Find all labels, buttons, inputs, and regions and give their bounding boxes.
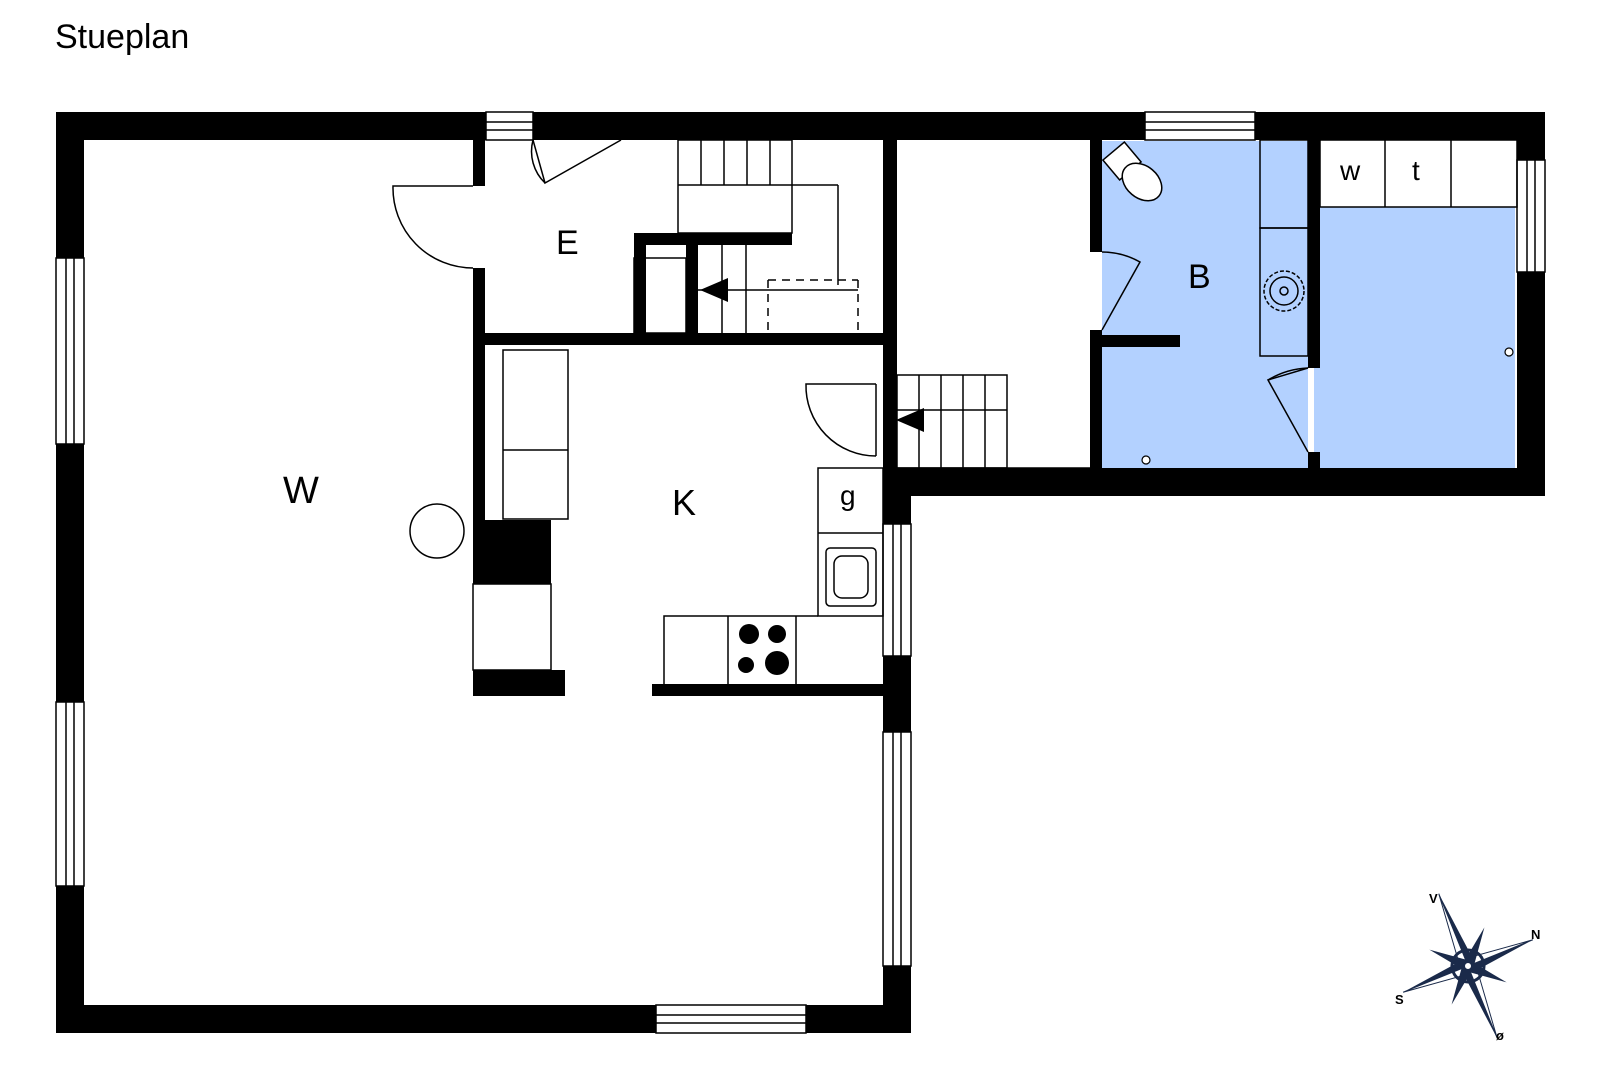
room-label-b: B bbox=[1188, 258, 1211, 296]
burner-4 bbox=[765, 651, 789, 675]
wall-top-entry bbox=[533, 112, 621, 140]
wall-entry-west-top bbox=[473, 140, 485, 186]
window-bathroom bbox=[1144, 111, 1256, 141]
wall-right-top bbox=[1517, 112, 1545, 160]
wall-right-bottom bbox=[1517, 272, 1545, 496]
wall-bottom-wing bbox=[911, 468, 1545, 496]
laundry-counter bbox=[1319, 139, 1518, 208]
stair-arrows bbox=[700, 278, 924, 432]
wall-bathroom-west-bottom bbox=[1090, 330, 1102, 468]
wall-left-top bbox=[56, 112, 84, 258]
washbasin-icon bbox=[1263, 270, 1305, 312]
wall-bath-laundry-top bbox=[1308, 140, 1320, 368]
compass-west-label: V bbox=[1429, 891, 1438, 906]
label-g: g bbox=[840, 480, 856, 511]
door-bathroom bbox=[1101, 251, 1142, 331]
window-laundry bbox=[1516, 159, 1546, 273]
wall-bottom-left bbox=[56, 1005, 656, 1033]
floor-drain-icon bbox=[1504, 347, 1514, 357]
wood-stove-icon bbox=[409, 503, 465, 559]
wall-left-mid bbox=[56, 444, 84, 702]
window-living-south bbox=[655, 1004, 807, 1034]
fridge-cabinet bbox=[472, 583, 552, 671]
bathroom-laundry-fill bbox=[1314, 207, 1515, 468]
label-t-dryer: t bbox=[1412, 155, 1420, 186]
label-w-washer: w bbox=[1339, 155, 1361, 186]
burner-1 bbox=[739, 624, 759, 644]
fixtures bbox=[472, 139, 1518, 684]
exterior-walls bbox=[56, 112, 1545, 1033]
floor-drain-icon bbox=[1141, 455, 1151, 465]
toilet-icon bbox=[1101, 140, 1163, 202]
window-living-top bbox=[55, 257, 85, 445]
room-label-w: W bbox=[283, 470, 319, 512]
window-entry bbox=[485, 111, 534, 141]
kitchen-counter-east bbox=[817, 467, 884, 617]
kitchen-cabinet-tall bbox=[502, 349, 569, 520]
window-kitchen bbox=[882, 523, 912, 657]
wall-top-mid bbox=[621, 112, 1141, 140]
compass-rose-icon bbox=[1402, 893, 1534, 1039]
compass-north-label: N bbox=[1531, 927, 1540, 942]
plan-title: Stueplan bbox=[55, 18, 190, 56]
wall-entry-south bbox=[485, 333, 768, 345]
room-label-e: E bbox=[556, 224, 579, 262]
cabinet-entry bbox=[633, 257, 687, 334]
wall-stair-divider bbox=[686, 245, 698, 345]
wall-kitchen-west-stub bbox=[473, 670, 565, 696]
wall-top-left bbox=[56, 112, 486, 140]
floor-drains bbox=[1141, 347, 1514, 465]
doors bbox=[392, 139, 1309, 457]
compass-south-label: S bbox=[1395, 992, 1404, 1007]
room-label-k: K bbox=[672, 482, 696, 523]
wall-bathroom-west-top bbox=[1090, 140, 1102, 252]
sink bbox=[825, 547, 877, 607]
windows bbox=[55, 111, 1546, 1034]
interior-walls bbox=[473, 140, 1320, 696]
door-kitchen-stair bbox=[805, 383, 877, 457]
wall-entry-west bbox=[473, 268, 485, 584]
cooktop bbox=[738, 624, 789, 675]
burner-2 bbox=[768, 625, 786, 643]
arrow-stair-main bbox=[700, 278, 728, 302]
wall-chimney bbox=[473, 520, 551, 584]
door-front bbox=[532, 139, 622, 185]
staircase-upper bbox=[677, 139, 793, 234]
wall-kitchen-east-mid bbox=[883, 656, 911, 732]
bathroom-vanity bbox=[1259, 227, 1309, 357]
wall-bathroom-stub bbox=[1102, 335, 1180, 347]
wall-utility-west bbox=[883, 140, 897, 468]
burner-3 bbox=[738, 657, 754, 673]
arrow-stair-lower bbox=[896, 408, 924, 432]
door-living-entry bbox=[392, 185, 474, 269]
wall-kitchen-east-bottom bbox=[883, 966, 911, 1033]
wall-bath-laundry-bottom bbox=[1308, 452, 1320, 468]
compass-east-label: ø bbox=[1496, 1028, 1504, 1043]
wall-kitchen-south bbox=[652, 684, 883, 696]
window-living-east bbox=[882, 731, 912, 967]
wall-stair-top bbox=[634, 233, 792, 245]
wall-top-right bbox=[1255, 112, 1545, 140]
kitchen-counter-south bbox=[663, 615, 818, 684]
window-living-bottom bbox=[55, 701, 85, 887]
